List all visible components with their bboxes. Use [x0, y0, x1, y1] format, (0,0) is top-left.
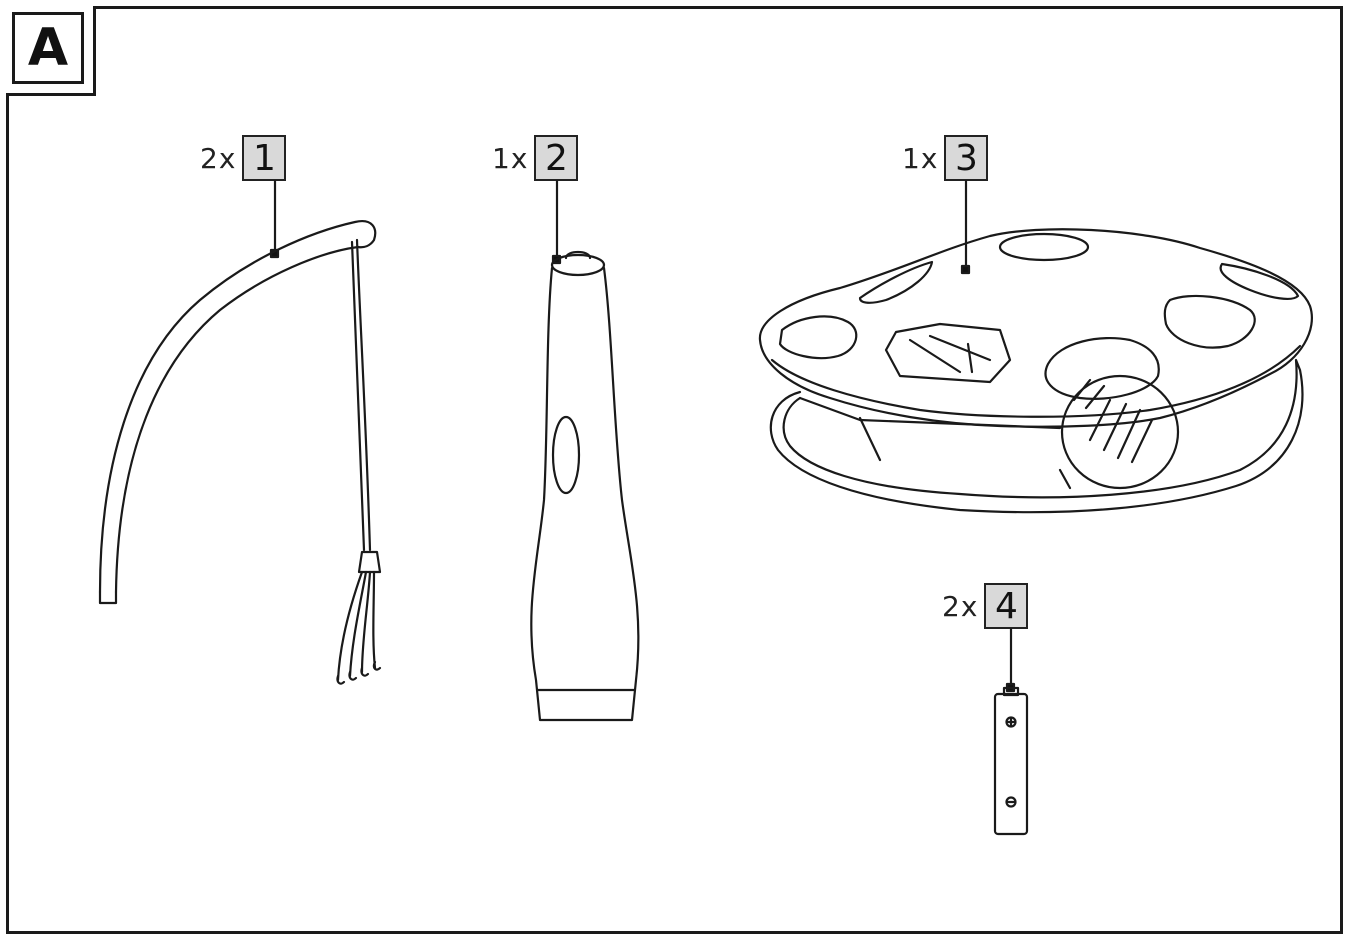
part-3-quantity: 1x: [902, 141, 939, 175]
diagram-frame: [6, 6, 1343, 934]
section-label-box: A: [6, 6, 96, 96]
battery-icon: [993, 686, 1029, 836]
section-label: A: [12, 12, 84, 84]
callout-part-1: 2x 1: [200, 135, 287, 181]
callout-part-4: 2x 4: [942, 583, 1029, 629]
part-4-quantity: 2x: [942, 589, 979, 623]
part-3-number: 3: [944, 135, 989, 181]
part-2-quantity: 1x: [492, 141, 529, 175]
leader-dot-3: [960, 264, 971, 275]
part-1-number: 1: [242, 135, 287, 181]
rod-with-string-icon: [98, 220, 382, 685]
handle-icon: [530, 250, 640, 722]
part-4-number: 4: [984, 583, 1029, 629]
tray-base-icon: [758, 228, 1313, 514]
callout-part-3: 1x 3: [902, 135, 989, 181]
part-1-quantity: 2x: [200, 141, 237, 175]
part-2-number: 2: [534, 135, 579, 181]
callout-part-2: 1x 2: [492, 135, 579, 181]
